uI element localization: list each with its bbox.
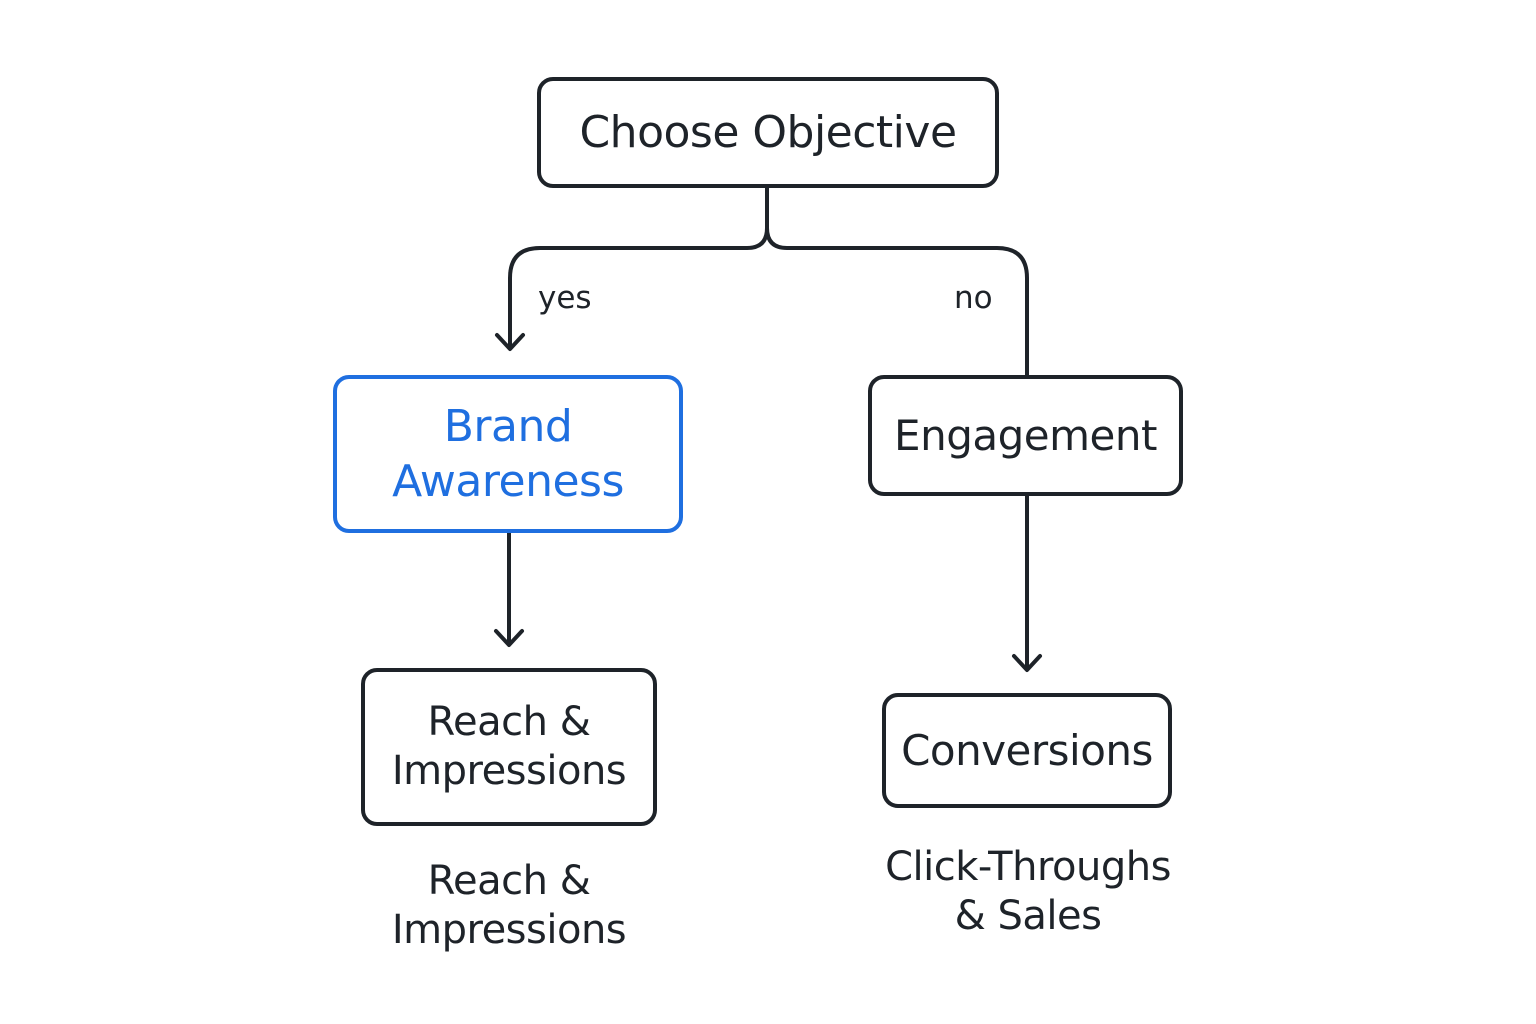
connector-root-no <box>765 226 1029 377</box>
node-reach-impressions: Reach & Impressions <box>361 668 657 826</box>
node-choose-objective-label: Choose Objective <box>579 106 957 158</box>
node-brand-awareness: Brand Awareness <box>333 375 683 533</box>
edge-label-no: no <box>954 280 993 316</box>
arrowhead-brand-reach <box>494 629 524 647</box>
caption-click-throughs-sales: Click-Throughs & Sales <box>885 844 1171 940</box>
connector-root-yes <box>508 186 769 350</box>
node-engagement: Engagement <box>868 375 1183 496</box>
node-brand-awareness-label: Brand Awareness <box>392 401 624 507</box>
arrowhead-engagement-conversions <box>1012 654 1042 672</box>
arrowhead-yes <box>495 333 525 351</box>
node-reach-impressions-label: Reach & Impressions <box>391 699 627 794</box>
node-conversions: Conversions <box>882 693 1172 808</box>
node-engagement-label: Engagement <box>894 410 1157 460</box>
caption-reach-impressions: Reach & Impressions <box>391 858 627 954</box>
edge-label-yes: yes <box>538 280 592 316</box>
node-conversions-label: Conversions <box>901 725 1153 775</box>
node-choose-objective: Choose Objective <box>537 77 999 188</box>
